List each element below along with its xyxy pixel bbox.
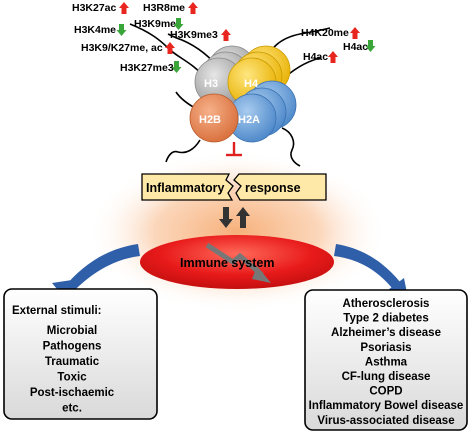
mark-h4k20me: H4K20me	[301, 27, 349, 39]
stimulus-item: Microbial	[47, 325, 97, 337]
nucleosome: H3 H4 H2B H2A	[189, 45, 297, 143]
up-arrow-icon	[350, 27, 360, 39]
h2a-label: H2A	[238, 114, 260, 126]
disease-item: Atherosclerosis	[343, 298, 430, 310]
histone-marks: H3K27ac H3R8me H3K4me H3K9me H3K9me3 H3K…	[72, 2, 376, 74]
disease-item: CF-lung disease	[342, 371, 431, 383]
mark-h3r8me: H3R8me	[143, 2, 185, 14]
disease-item: Alzheimer’s disease	[331, 327, 441, 339]
h3-label: H3	[204, 78, 218, 90]
up-arrow-icon	[188, 2, 198, 14]
stimulus-item: Pathogens	[43, 341, 102, 353]
mark-h4ac-2: H4ac	[343, 41, 368, 53]
disease-item: Type 2 diabetes	[343, 313, 428, 325]
disease-item: Asthma	[365, 356, 408, 368]
down-arrow-icon	[171, 61, 182, 73]
response-label: response	[245, 181, 301, 195]
mark-h3k27me3: H3K27me3	[120, 62, 174, 74]
disease-item: Psoriasis	[360, 342, 411, 354]
down-arrow-icon	[365, 40, 376, 52]
up-arrow-icon	[328, 51, 338, 63]
disease-item: Inflammatory Bowel disease	[309, 400, 464, 412]
down-arrow-icon	[173, 18, 184, 30]
inflammatory-label: Inflammatory	[146, 181, 225, 195]
mark-h3k27ac: H3K27ac	[72, 2, 117, 14]
h4-label: H4	[244, 78, 259, 90]
bidirectional-arrows-icon	[219, 207, 250, 228]
mark-h3k9me3: H3K9me3	[170, 29, 218, 41]
up-arrow-icon	[165, 42, 175, 54]
disease-item: COPD	[369, 386, 402, 398]
mark-h3k4me: H3K4me	[74, 24, 116, 36]
disease-item: Virus-associated disease	[317, 415, 454, 427]
external-stimuli-list: External stimuli: MicrobialPathogensTraum…	[12, 305, 115, 415]
immune-system-label: Immune system	[180, 256, 274, 270]
stimulus-item: Toxic	[57, 372, 87, 384]
stimulus-item: Post-ischaemic	[30, 387, 115, 399]
down-arrow-icon	[116, 24, 127, 36]
stimulus-item: etc.	[62, 403, 82, 415]
external-stimuli-box	[3, 288, 158, 420]
decline-arrow-icon	[205, 242, 271, 283]
up-arrow-icon	[221, 29, 231, 41]
up-arrow-icon	[119, 2, 129, 14]
inflammatory-response-box: Inflammatory response	[141, 173, 327, 201]
stimulus-item: Traumatic	[45, 356, 100, 368]
external-stimuli-title: External stimuli:	[12, 305, 101, 317]
mark-h3k9me: H3K9me	[134, 18, 176, 30]
diseases-box	[304, 289, 468, 431]
mark-h4ac: H4ac	[303, 51, 328, 63]
h2b-label: H2B	[199, 114, 221, 126]
mark-h3k9-k27me-ac: H3K9/K27me, ac	[81, 42, 163, 54]
inhibition-symbol	[226, 142, 242, 157]
immune-system-ellipse	[140, 235, 334, 289]
